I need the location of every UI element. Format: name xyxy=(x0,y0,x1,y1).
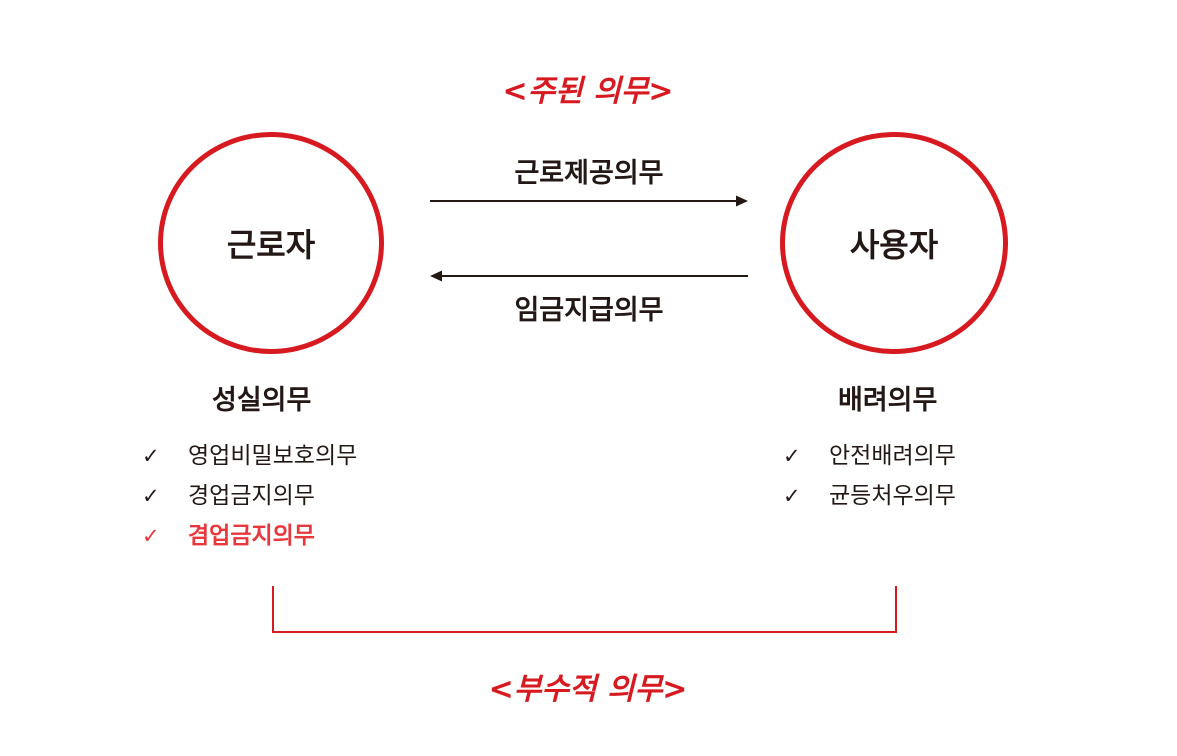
duty-list-item: ✓ 안전배려의무 xyxy=(783,436,1083,476)
duty-label: 겸업금지의무 xyxy=(188,523,315,549)
duty-list-item: ✓ 경업금지의무 xyxy=(142,476,442,516)
wage-payment-duty-label: 임금지급의무 xyxy=(514,295,664,326)
checkmark-icon: ✓ xyxy=(142,484,160,508)
duty-label: 안전배려의무 xyxy=(829,443,956,469)
good-faith-duty-title: 성실의무 xyxy=(212,385,312,416)
worker-circle: 근로자 xyxy=(158,132,384,354)
duty-list-item: ✓ 균등처우의무 xyxy=(783,476,1083,516)
checkmark-icon: ✓ xyxy=(142,524,160,548)
arrow-to-employer xyxy=(430,195,748,207)
employer-duty-list: ✓ 안전배려의무 ✓ 균등처우의무 xyxy=(783,436,1083,516)
checkmark-icon: ✓ xyxy=(142,444,160,468)
duty-list-item: ✓ 겸업금지의무 xyxy=(142,516,442,556)
worker-label: 근로자 xyxy=(226,226,316,264)
arrow-to-worker xyxy=(430,270,748,282)
duty-label: 경업금지의무 xyxy=(188,483,315,509)
worker-duty-list: ✓ 영업비밀보호의무 ✓ 경업금지의무 ✓ 겸업금지의무 xyxy=(142,436,442,556)
employer-label: 사용자 xyxy=(849,226,939,264)
employer-circle: 사용자 xyxy=(780,132,1008,354)
secondary-duty-title: <부수적 의무> xyxy=(488,672,688,707)
duty-list-item: ✓ 영업비밀보호의무 xyxy=(142,436,442,476)
checkmark-icon: ✓ xyxy=(783,484,801,508)
labor-provision-duty-label: 근로제공의무 xyxy=(514,158,664,189)
primary-duty-title: <주된 의무> xyxy=(502,74,674,109)
consideration-duty-title: 배려의무 xyxy=(838,385,938,416)
duty-label: 균등처우의무 xyxy=(829,483,956,509)
checkmark-icon: ✓ xyxy=(783,444,801,468)
duty-label: 영업비밀보호의무 xyxy=(188,443,358,469)
secondary-duty-bracket xyxy=(272,586,897,633)
